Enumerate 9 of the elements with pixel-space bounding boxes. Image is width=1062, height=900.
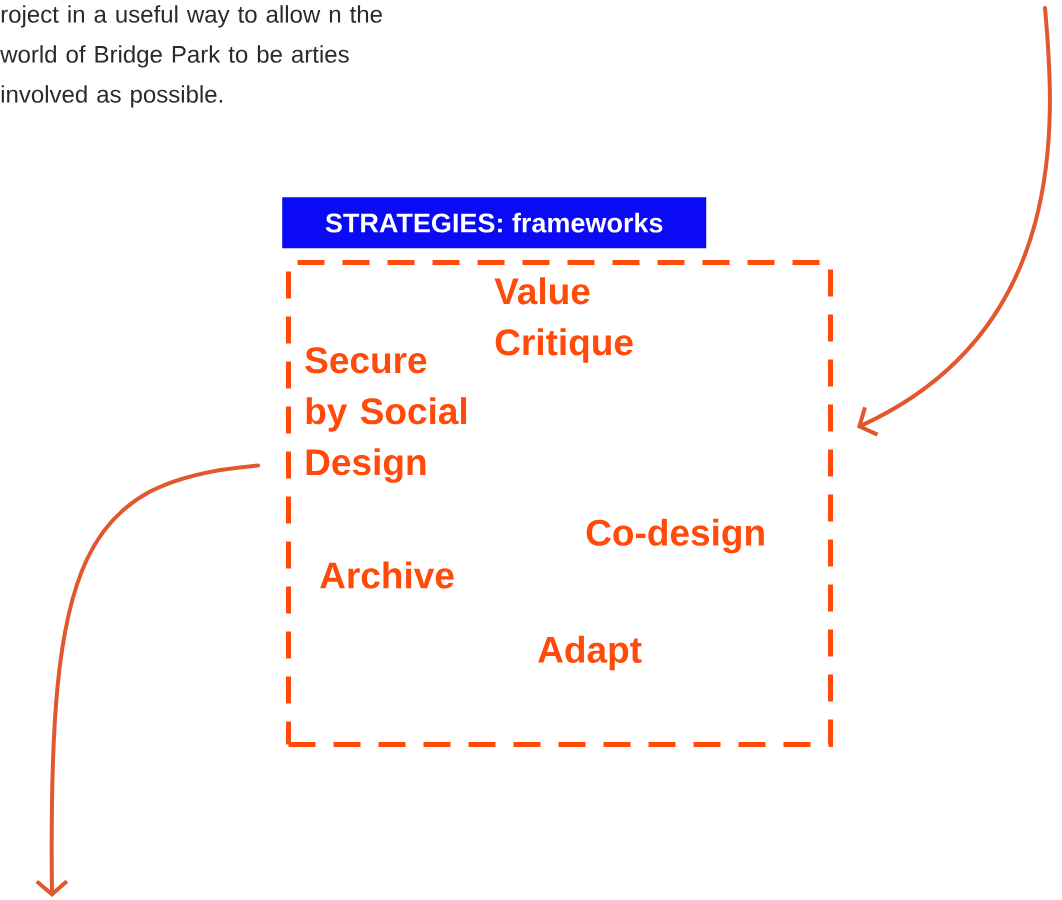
framework-label: Adapt: [538, 635, 642, 671]
framework-label: Co-design: [586, 518, 764, 554]
paragraph-text: roject in a useful way to allow n the world of Bridge Park to be arties involved as possible.: [0, 5, 382, 108]
framework-label: Secure by Social Design: [305, 347, 467, 483]
framework-label: Archive: [320, 561, 454, 589]
curved-arrow: [857, 6, 1052, 437]
curved-arrow: [35, 463, 260, 897]
heading-tag: STRATEGIES: frameworks: [282, 197, 707, 249]
framework-label: Value Critique: [494, 277, 633, 363]
